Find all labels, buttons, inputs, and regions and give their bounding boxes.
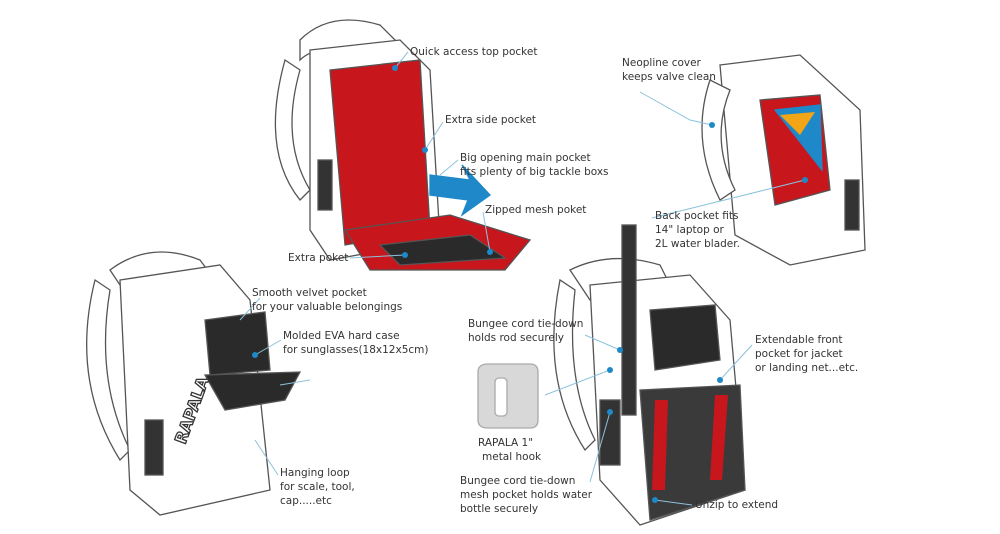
callout-text: cap.....etc <box>280 495 332 507</box>
callout-text: Bungee cord tie-down <box>460 475 576 487</box>
callout-extendable: Extendable front pocket for jacket or land… <box>755 333 858 375</box>
callout-mesh-pocket: Zipped mesh poket <box>485 203 586 217</box>
callout-text: for scale, tool, <box>280 481 355 493</box>
callout-bungee-mesh: Bungee cord tie-down mesh pocket holds wa… <box>460 474 592 516</box>
callout-text: Unzip to extend <box>695 499 779 511</box>
callout-text: mesh pocket holds water <box>460 489 593 501</box>
callout-side-pocket: Extra side pocket <box>445 113 536 127</box>
callout-text: Hanging loop <box>280 467 350 479</box>
callout-velvet: Smooth velvet pocket for your valuable be… <box>252 286 402 314</box>
callout-bungee-rod: Bungee cord tie-down holds rod securely <box>468 317 583 345</box>
callout-text: or landing net...etc. <box>755 362 859 374</box>
callout-text: fits plenty of big tackle boxs <box>460 166 609 178</box>
metal-hook-icon <box>477 363 539 429</box>
callout-text: Extendable front <box>755 334 843 346</box>
callout-text: Zipped mesh poket <box>485 204 587 216</box>
callout-text: Big opening main pocket <box>460 152 591 164</box>
backpack-front-pocket-open: RAPALA <box>86 251 302 516</box>
callout-text: Back pocket fits <box>655 210 739 222</box>
backpack-back-view <box>701 54 866 266</box>
callout-text: metal hook <box>482 451 542 463</box>
callout-text: holds rod securely <box>468 332 565 344</box>
callout-text: 14" laptop or <box>655 224 724 236</box>
callout-text: for your valuable belongings <box>252 301 403 313</box>
callout-text: Bungee cord tie-down <box>468 318 584 330</box>
callout-text: Molded EVA hard case <box>283 330 400 342</box>
callout-dots <box>252 65 808 503</box>
callout-text: Smooth velvet pocket <box>252 287 367 299</box>
callout-text: Extra poket <box>288 252 349 264</box>
callout-back-pocket: Back pocket fits 14" laptop or 2L water bl… <box>655 209 740 251</box>
callout-main-pocket: Big opening main pocket fits plenty of bi… <box>460 151 609 179</box>
callout-neopline: Neopline cover keeps valve clean <box>622 56 716 84</box>
backpack-rod-holder <box>553 224 746 526</box>
callout-eva: Molded EVA hard case for sunglasses(18x12… <box>283 329 428 357</box>
callout-text: for sunglasses(18x12x5cm) <box>283 344 429 356</box>
callout-hanging-loop: Hanging loop for scale, tool, cap.....etc <box>280 466 355 508</box>
callout-text: pocket for jacket <box>755 348 843 360</box>
callout-top-pocket: Quick access top pocket <box>410 45 537 59</box>
callout-extra-pocket: Extra poket <box>288 251 348 265</box>
leader-lines <box>239 51 806 506</box>
callout-text: RAPALA 1" <box>478 437 534 449</box>
callout-text: Neopline cover <box>622 57 701 69</box>
callout-text: keeps valve clean <box>622 71 716 83</box>
callout-text: Quick access top pocket <box>410 46 538 58</box>
backpack-open-main-pocket <box>274 19 532 271</box>
callout-hook: RAPALA 1" metal hook <box>478 436 541 464</box>
callout-text: Extra side pocket <box>445 114 537 126</box>
callout-text: bottle securely <box>460 503 539 515</box>
callout-unzip: Unzip to extend <box>695 498 778 512</box>
callout-text: 2L water blader. <box>655 238 740 250</box>
